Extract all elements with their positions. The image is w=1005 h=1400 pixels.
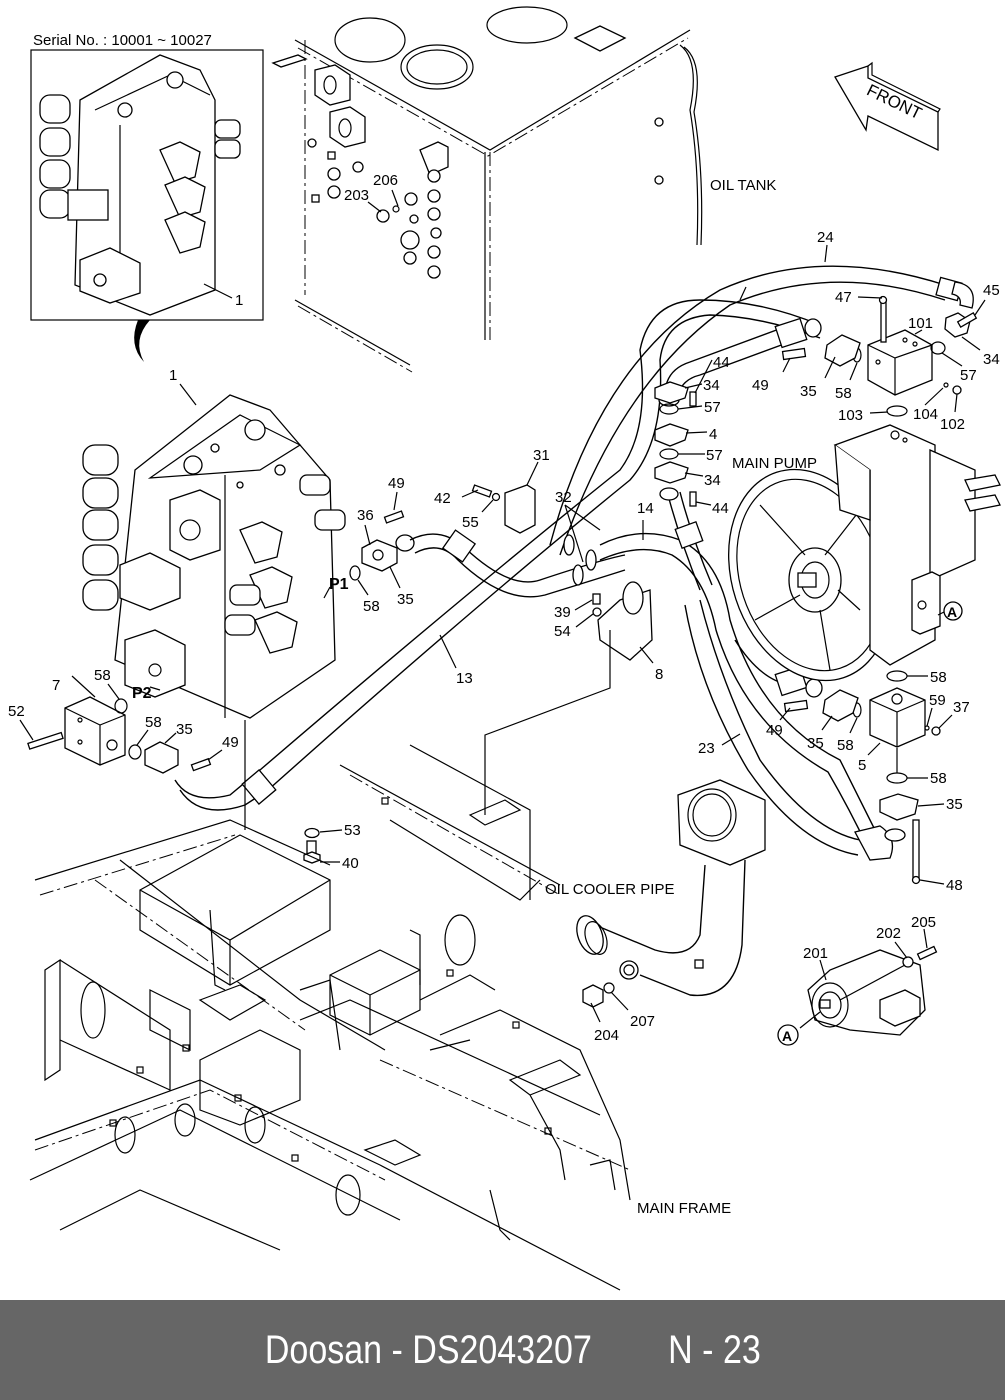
callout-206: 206 <box>373 172 398 189</box>
callout-201: 201 <box>803 945 828 962</box>
parts-diagram: Serial No. : 10001 ~ 10027 1 <box>8 6 1001 1291</box>
callout-5: 5 <box>858 757 866 774</box>
callout-58-b: 58 <box>94 667 111 684</box>
callout-7: 7 <box>52 677 60 694</box>
ref-a-bottom-label: A <box>782 1028 792 1044</box>
callout-42: 42 <box>434 490 451 507</box>
callout-58-e: 58 <box>930 669 947 686</box>
callout-49-d: 49 <box>766 722 783 739</box>
footer-bar: Doosan - DS2043207 N - 23 <box>0 1300 1005 1400</box>
oil-tank-drawing <box>271 6 703 373</box>
callout-49-b: 49 <box>222 734 239 751</box>
callout-37: 37 <box>953 699 970 716</box>
p1-flange-fittings <box>349 510 415 581</box>
ref-a-top-label: A <box>947 604 957 620</box>
callout-34-c: 34 <box>983 351 1000 368</box>
callout-35-c: 35 <box>800 383 817 400</box>
block-101-assembly <box>781 295 978 417</box>
port-p1-label: P1 <box>329 576 349 593</box>
main-control-valve-drawing <box>82 394 346 719</box>
callout-23: 23 <box>698 740 715 757</box>
ref-circle-a-bottom <box>777 1024 799 1046</box>
footer-part-number: Doosan - DS2043207 <box>264 1327 592 1372</box>
callout-101: 101 <box>908 315 933 332</box>
callout-205: 205 <box>911 914 936 931</box>
pump-side-fittings <box>654 381 697 507</box>
clamps-and-bracket <box>471 484 653 661</box>
callout-207: 207 <box>630 1013 655 1030</box>
callout-49-a: 49 <box>388 475 405 492</box>
port-p2-label: P2 <box>132 685 152 702</box>
callout-58-c: 58 <box>145 714 162 731</box>
callout-34-b: 34 <box>704 472 721 489</box>
callout-57-a: 57 <box>704 399 721 416</box>
callout-35-e: 35 <box>946 796 963 813</box>
block-7-assembly <box>27 696 212 774</box>
callout-59: 59 <box>929 692 946 709</box>
main-frame-drawing <box>29 744 631 1291</box>
callout-58-g: 58 <box>930 770 947 787</box>
callout-54: 54 <box>554 623 571 640</box>
callout-57-b: 57 <box>706 447 723 464</box>
callout-57-c: 57 <box>960 367 977 384</box>
callout-52: 52 <box>8 703 25 720</box>
callout-102: 102 <box>940 416 965 433</box>
callout-1: 1 <box>169 367 177 384</box>
footer-page-ref: N - 23 <box>668 1327 762 1372</box>
main-pump-drawing <box>728 424 1001 682</box>
callout-13: 13 <box>456 670 473 687</box>
label-main-pump: MAIN PUMP <box>732 455 817 472</box>
callout-inset-1: 1 <box>235 292 243 309</box>
callout-55: 55 <box>462 514 479 531</box>
hoses <box>174 265 974 861</box>
callout-40: 40 <box>342 855 359 872</box>
callout-104: 104 <box>913 406 938 423</box>
callout-47: 47 <box>835 289 852 306</box>
callout-24: 24 <box>817 229 834 246</box>
inset-control-valve-drawing <box>39 54 241 316</box>
serial-number-label: Serial No. : 10001 ~ 10027 <box>33 32 212 49</box>
callout-44-b: 44 <box>712 500 729 517</box>
callout-53: 53 <box>344 822 361 839</box>
label-oil-tank: OIL TANK <box>710 177 776 194</box>
inset-pointer <box>134 320 150 362</box>
callout-204: 204 <box>594 1027 619 1044</box>
callout-202: 202 <box>876 925 901 942</box>
callout-203: 203 <box>344 187 369 204</box>
label-oil-cooler-pipe: OIL COOLER PIPE <box>545 881 675 898</box>
callout-35-a: 35 <box>397 591 414 608</box>
callout-36: 36 <box>357 507 374 524</box>
callout-44-a: 44 <box>713 354 730 371</box>
inset-panel: Serial No. : 10001 ~ 10027 1 <box>30 32 264 321</box>
callout-31: 31 <box>533 447 550 464</box>
callout-34-a: 34 <box>703 377 720 394</box>
frame-fasteners <box>303 827 321 864</box>
block-5-assembly <box>783 670 941 885</box>
callout-58-a: 58 <box>363 598 380 615</box>
callout-35-d: 35 <box>807 735 824 752</box>
callout-45: 45 <box>983 282 1000 299</box>
callout-8: 8 <box>655 666 663 683</box>
oil-cooler-pipe-drawing <box>576 779 766 1008</box>
ref-circle-a-top <box>943 601 963 621</box>
callout-4: 4 <box>709 426 717 443</box>
callout-49-c: 49 <box>752 377 769 394</box>
callout-48: 48 <box>946 877 963 894</box>
callout-103: 103 <box>838 407 863 424</box>
callout-14: 14 <box>637 500 654 517</box>
callout-32: 32 <box>555 489 572 506</box>
callout-35-b: 35 <box>176 721 193 738</box>
callout-58-d: 58 <box>835 385 852 402</box>
aux-pump-201-drawing <box>799 945 938 1036</box>
callout-39: 39 <box>554 604 571 621</box>
front-direction-arrow: FRONT <box>834 61 941 152</box>
callout-58-f: 58 <box>837 737 854 754</box>
label-main-frame: MAIN FRAME <box>637 1200 731 1217</box>
